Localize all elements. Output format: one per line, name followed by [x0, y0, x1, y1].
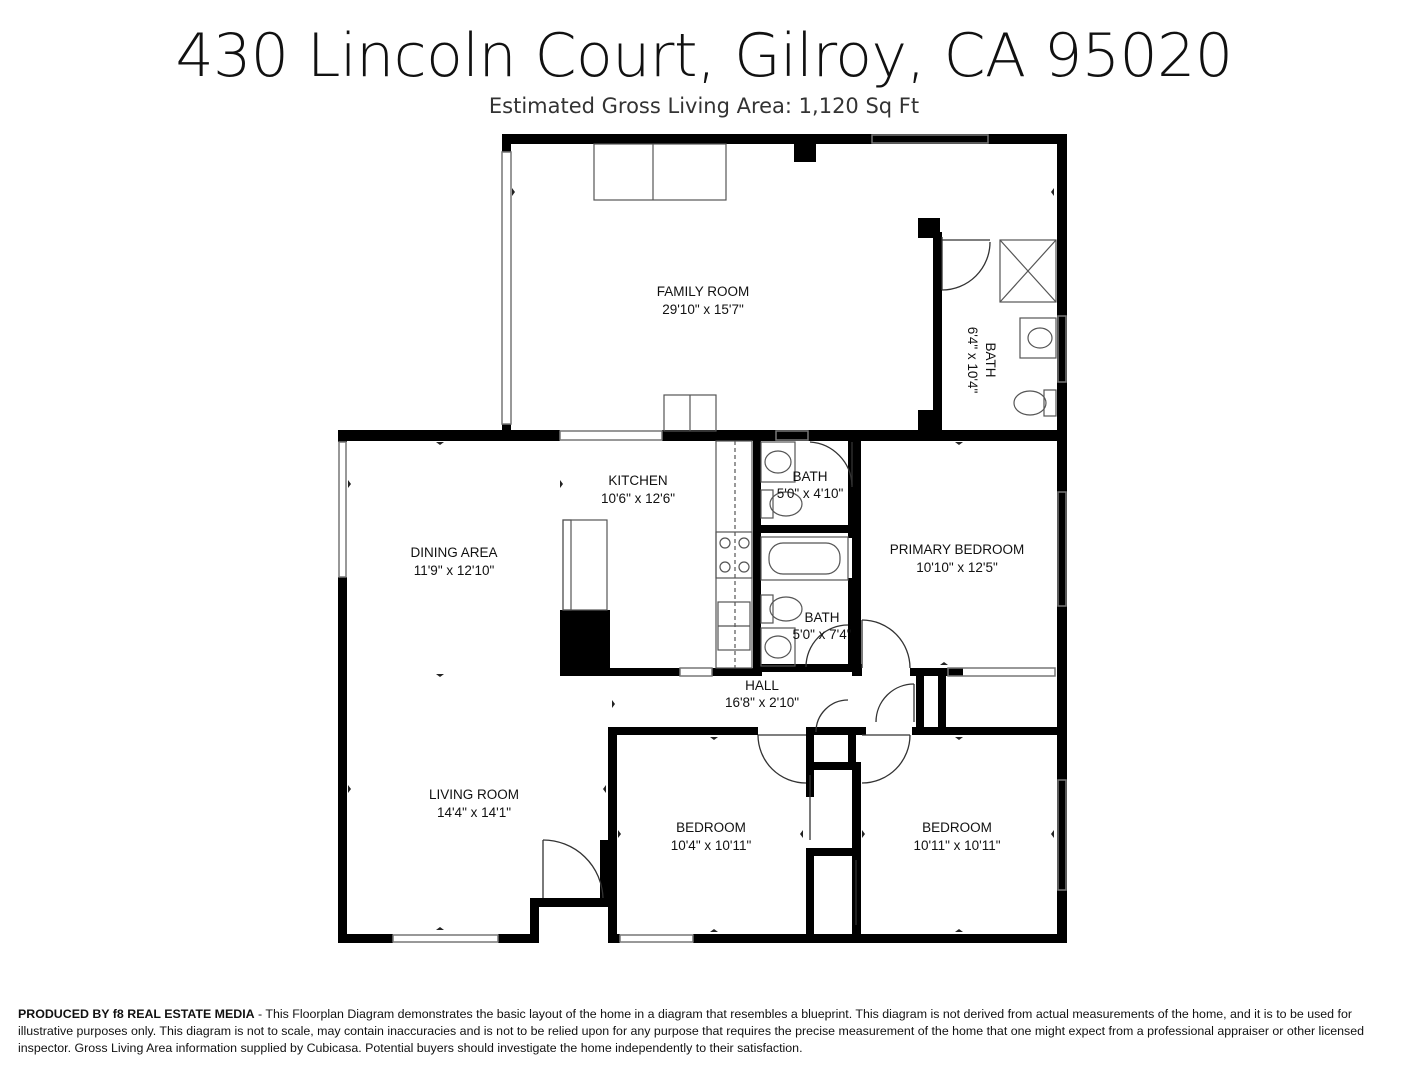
small-bath-name: BATH [792, 469, 827, 484]
exterior-walls [338, 134, 1067, 943]
living-room-dims: 14'4" x 14'1" [437, 805, 511, 820]
dining-area-dims: 11'9" x 12'10" [414, 563, 495, 578]
family-room-dims: 29'10" x 15'7" [662, 302, 744, 317]
page-title: 430 Lincoln Court, Gilroy, CA 95020 [175, 21, 1233, 91]
disclaimer-body: - This Floorplan Diagram demonstrates th… [18, 1007, 1365, 1055]
primary-bedroom-dims: 10'10" x 12'5" [916, 560, 998, 575]
fixtures [562, 143, 1057, 669]
bedroom-left-dims: 10'4" x 10'11" [671, 838, 752, 853]
hall-dims: 16'8" x 2'10" [725, 695, 799, 710]
dining-area-name: DINING AREA [410, 545, 497, 560]
wall-markers [348, 188, 1054, 932]
windows [338, 134, 1067, 943]
upper-bath-dims: 6'4" x 10'4" [965, 327, 980, 394]
hall-name: HALL [745, 678, 779, 693]
disclaimer: PRODUCED BY f8 REAL ESTATE MEDIA - This … [18, 1006, 1378, 1057]
gross-living-area: Estimated Gross Living Area: 1,120 Sq Ft [488, 94, 920, 118]
family-room-name: FAMILY ROOM [657, 284, 750, 299]
bedroom-right-dims: 10'11" x 10'11" [913, 838, 1000, 853]
small-bath-dims: 5'0" x 4'10" [777, 486, 844, 501]
doors [542, 237, 991, 925]
disclaimer-lead: PRODUCED BY f8 REAL ESTATE MEDIA [18, 1007, 255, 1021]
hall-bath-dims: 5'0" x 7'4" [792, 627, 851, 642]
bedroom-right-name: BEDROOM [922, 820, 992, 835]
primary-bedroom-name: PRIMARY BEDROOM [890, 542, 1025, 557]
kitchen-name: KITCHEN [608, 473, 667, 488]
bedroom-left-name: BEDROOM [676, 820, 746, 835]
kitchen-dims: 10'6" x 12'6" [601, 491, 675, 506]
hall-bath-name: BATH [804, 610, 839, 625]
living-room-name: LIVING ROOM [429, 787, 519, 802]
upper-bath-name: BATH [983, 342, 998, 377]
room-labels: FAMILY ROOM 29'10" x 15'7" BATH 6'4" x 1… [410, 284, 1024, 853]
